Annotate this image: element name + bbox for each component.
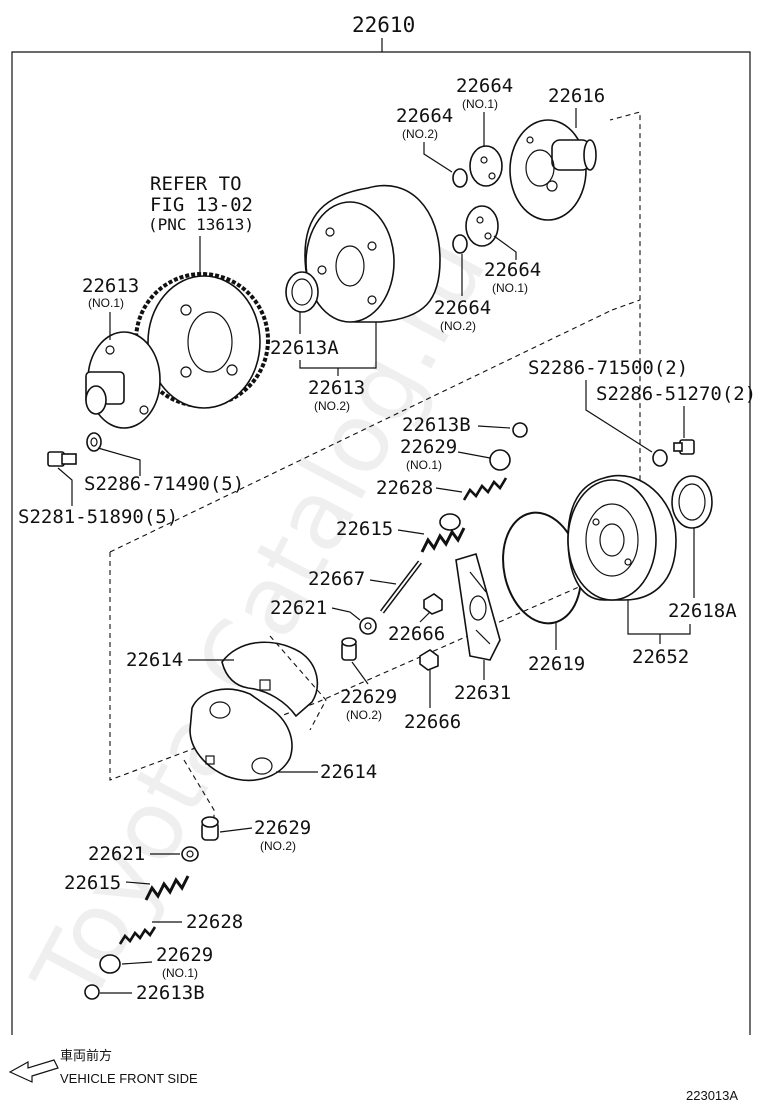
- label-22613-no1[interactable]: 22613: [82, 275, 139, 297]
- label-22613a[interactable]: 22613A: [270, 337, 339, 359]
- label-22664-no1-top[interactable]: 22664: [456, 75, 513, 97]
- front-arrow-icon: [8, 1059, 59, 1083]
- cap-22629-no1-bot-icon[interactable]: [99, 954, 121, 974]
- spring-22628-bot-icon[interactable]: [118, 926, 157, 945]
- label-22613b-top[interactable]: 22613B: [402, 414, 471, 436]
- label-22618a[interactable]: 22618A: [668, 600, 737, 622]
- hub-22613-no1-icon[interactable]: [85, 331, 161, 429]
- seal-22613a-icon[interactable]: [285, 271, 319, 313]
- label-22616[interactable]: 22616: [548, 85, 605, 107]
- cap-22629-no2-bot-icon[interactable]: [201, 816, 219, 841]
- label-22615-bot[interactable]: 22615: [64, 872, 121, 894]
- label-22613-no2-sub: (NO.2): [314, 399, 350, 413]
- spring-22628-top-icon[interactable]: [462, 477, 508, 501]
- label-22666-top[interactable]: 22666: [388, 623, 445, 645]
- bushing-22664-no2-top-icon[interactable]: [452, 168, 468, 188]
- label-22628-top[interactable]: 22628: [376, 477, 433, 499]
- label-22629-no2-bot-sub: (NO.2): [260, 839, 296, 853]
- label-s2281-51890[interactable]: S2281-51890(5): [18, 506, 178, 528]
- drawing-id: 223013A: [686, 1088, 738, 1103]
- spring-22615-top-icon[interactable]: [420, 513, 466, 553]
- label-22621-bot[interactable]: 22621: [88, 843, 145, 865]
- label-22664-no1-mid[interactable]: 22664: [484, 259, 541, 281]
- label-22664-no2-top[interactable]: 22664: [396, 105, 453, 127]
- label-22615-top[interactable]: 22615: [336, 518, 393, 540]
- label-22613-no1-sub: (NO.1): [88, 296, 124, 310]
- clamp-22614-bot-icon[interactable]: [189, 688, 293, 782]
- label-22666-bot[interactable]: 22666: [404, 711, 461, 733]
- label-22629-no1-top[interactable]: 22629: [400, 436, 457, 458]
- washer-icon[interactable]: [86, 432, 102, 452]
- bolt-s2286-51270-icon[interactable]: [673, 439, 695, 455]
- washer-s2286-71500-icon[interactable]: [652, 449, 668, 467]
- plug-22666-top-icon[interactable]: [423, 593, 443, 615]
- label-22664-no1-mid-sub: (NO.1): [492, 281, 528, 295]
- rotor-housing-icon[interactable]: [304, 184, 441, 323]
- pulley-22652-icon[interactable]: [567, 474, 677, 601]
- spring-22615-bot-icon[interactable]: [144, 875, 190, 901]
- label-22652[interactable]: 22652: [632, 646, 689, 668]
- refer-line3: (PNC 13613): [148, 215, 254, 234]
- label-22629-no1-bot[interactable]: 22629: [156, 944, 213, 966]
- label-22613-no2[interactable]: 22613: [308, 377, 365, 399]
- label-22621-top[interactable]: 22621: [270, 597, 327, 619]
- bushing-22664-no2-mid-icon[interactable]: [452, 234, 468, 254]
- label-22664-no2-top-sub: (NO.2): [402, 127, 438, 141]
- label-22614-top[interactable]: 22614: [126, 649, 183, 671]
- plug-22666-bot-icon[interactable]: [419, 649, 439, 671]
- cap-22629-no1-top-icon[interactable]: [489, 449, 511, 471]
- front-note-en: VEHICLE FRONT SIDE: [60, 1071, 198, 1086]
- clamp-22614-top-icon[interactable]: [221, 641, 319, 718]
- label-22619[interactable]: 22619: [528, 653, 585, 675]
- cap-22629-no2-mid-icon[interactable]: [341, 637, 357, 661]
- pin-22667-icon[interactable]: [380, 560, 422, 614]
- label-22613b-bot[interactable]: 22613B: [136, 982, 205, 1004]
- assembly-frame: [11, 38, 751, 1035]
- label-22629-no1-top-sub: (NO.1): [406, 458, 442, 472]
- label-22664-no2-mid[interactable]: 22664: [434, 297, 491, 319]
- washer-22621-top-icon[interactable]: [359, 617, 377, 635]
- bolt-icon[interactable]: [47, 451, 77, 467]
- rotor-22664-no1-mid-icon[interactable]: [465, 205, 499, 247]
- plate-22631-icon[interactable]: [455, 552, 501, 661]
- label-22631[interactable]: 22631: [454, 682, 511, 704]
- label-22629-no2-bot[interactable]: 22629: [254, 817, 311, 839]
- cover-22616-icon[interactable]: [509, 119, 597, 221]
- label-22664-no1-top-sub: (NO.1): [462, 97, 498, 111]
- washer-22621-bot-icon[interactable]: [181, 846, 199, 862]
- refer-line1: REFER TO: [150, 173, 242, 195]
- label-22628-bot[interactable]: 22628: [186, 911, 243, 933]
- plug-22613b-bot-icon[interactable]: [84, 984, 100, 1000]
- gear-icon[interactable]: [134, 272, 270, 409]
- label-22610[interactable]: 22610: [352, 13, 415, 37]
- seal-22618a-icon[interactable]: [671, 475, 713, 529]
- front-note-jp: 車両前方: [60, 1048, 112, 1063]
- rotor-22664-no1-top-icon[interactable]: [469, 145, 503, 187]
- label-22614-bot[interactable]: 22614: [320, 761, 377, 783]
- label-22667[interactable]: 22667: [308, 568, 365, 590]
- refer-line2: FIG 13-02: [150, 194, 253, 216]
- label-s2286-71490[interactable]: S2286-71490(5): [84, 473, 244, 495]
- label-22629-no2-mid[interactable]: 22629: [340, 686, 397, 708]
- plug-22613b-top-icon[interactable]: [512, 422, 528, 438]
- group-outline: [109, 111, 641, 781]
- label-s2286-71500[interactable]: S2286-71500(2): [528, 357, 688, 379]
- label-22629-no1-bot-sub: (NO.1): [162, 966, 198, 980]
- label-s2286-51270[interactable]: S2286-51270(2): [596, 383, 756, 405]
- label-22664-no2-mid-sub: (NO.2): [440, 319, 476, 333]
- label-22629-no2-mid-sub: (NO.2): [346, 708, 382, 722]
